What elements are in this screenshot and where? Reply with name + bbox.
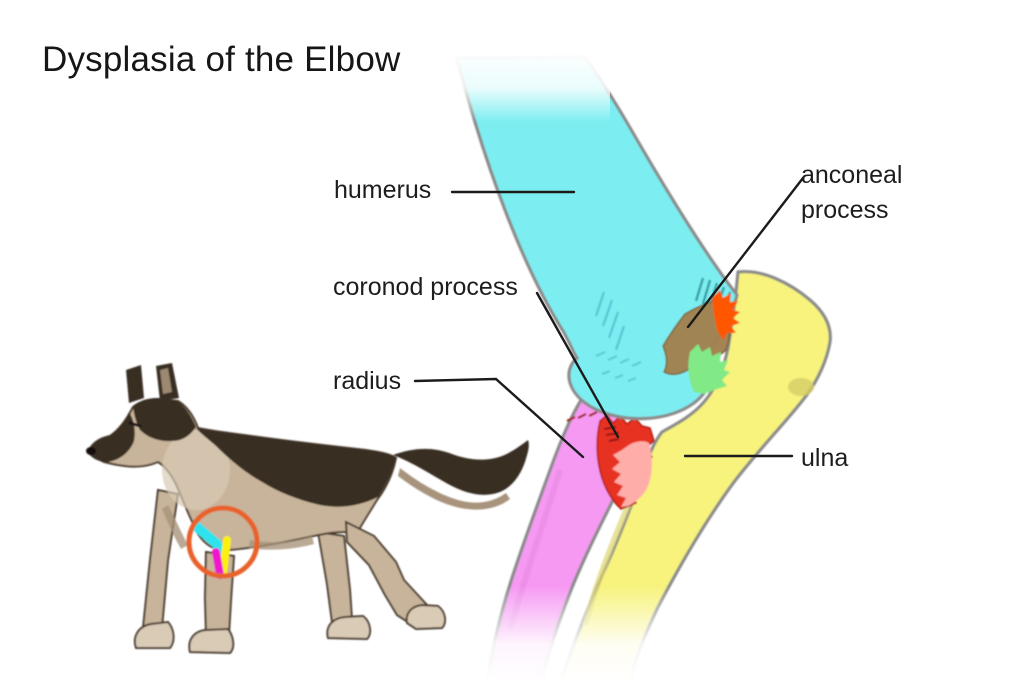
dog-neck-ruff (162, 430, 230, 510)
anconeal-leader-line (686, 176, 805, 329)
humerus-hatch-left (594, 291, 626, 351)
dog-elbow-mini-bones (192, 522, 231, 579)
mini-ulna (219, 536, 231, 577)
label-coronod-process: coronod process (333, 273, 518, 301)
radius-leader-line (413, 377, 585, 459)
dog-shading (162, 505, 314, 550)
dog-near-hind-leg (344, 520, 447, 631)
coronod-leader-line (535, 291, 620, 439)
humerus-top-fade (430, 46, 610, 122)
fracture-jag-green (688, 344, 730, 394)
ulna-olecranon-shade (788, 378, 814, 396)
leader-lines (413, 176, 805, 459)
dog-tail (393, 440, 529, 510)
dog-eye (128, 421, 142, 428)
fragment-jag-pink (612, 441, 652, 507)
fracture-jag-orange (712, 290, 740, 340)
dog-nose (86, 447, 96, 455)
label-anconeal-process: anconeal process (801, 161, 903, 224)
label-ulna: ulna (801, 444, 849, 472)
dog-head (86, 363, 196, 462)
radius-fissure-ticks (566, 411, 598, 422)
elbow-highlight-circle (186, 505, 260, 579)
page-title: Dysplasia of the Elbow (42, 40, 401, 79)
humerus-hatch-ticks (595, 351, 642, 382)
bones-bottom-fade (452, 586, 752, 683)
label-radius: radius (333, 367, 402, 395)
humerus-bone (454, 55, 739, 421)
label-humerus: humerus (334, 176, 432, 204)
dog-illustration (86, 363, 529, 655)
dog-saddle (196, 428, 396, 507)
mini-radius (212, 548, 224, 579)
dog-far-hind-leg (316, 530, 372, 641)
